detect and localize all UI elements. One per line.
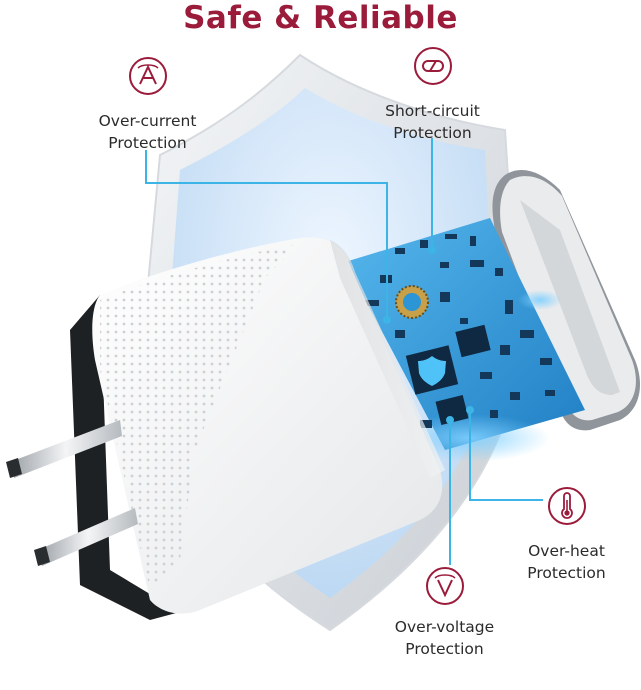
feature-label: Over-heat Protection: [527, 542, 606, 582]
short-circuit-icon: [413, 46, 453, 86]
v-letter-icon: [425, 566, 465, 606]
feature-shortcircuit: Short-circuit Protection: [360, 46, 505, 144]
callout-line-overheat: [469, 410, 543, 501]
feature-overheat: Over-heat Protection: [494, 486, 639, 584]
callout-line-overcurrent: [145, 150, 388, 320]
charger-dot-pattern: [100, 244, 298, 590]
prong-top: [6, 420, 122, 478]
page-title: Safe & Reliable: [183, 0, 458, 36]
feature-label: Over-voltage Protection: [394, 618, 495, 658]
feature-label: Short-circuit Protection: [385, 102, 480, 142]
feature-label: Over-current Protection: [98, 112, 197, 152]
callout-lines: [145, 138, 543, 565]
feature-overvoltage: Over-voltage Protection: [372, 566, 517, 660]
chip-shield-icon: [418, 356, 446, 386]
prong-bottom: [34, 508, 138, 566]
thermometer-icon: [547, 486, 587, 526]
feature-overcurrent: Over-current Protection: [75, 56, 220, 154]
a-letter-icon: [128, 56, 168, 96]
